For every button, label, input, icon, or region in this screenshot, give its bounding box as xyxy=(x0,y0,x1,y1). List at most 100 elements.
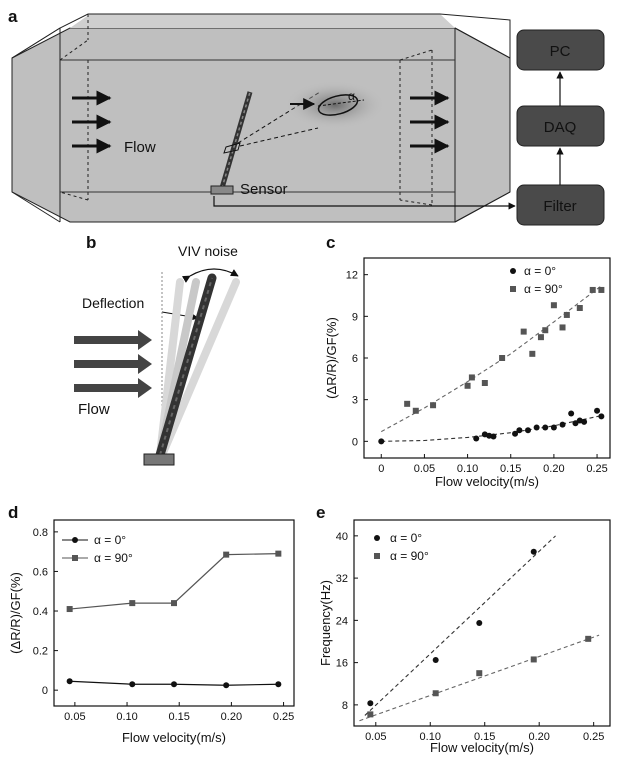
x-tick-label-c: 0.25 xyxy=(586,463,607,475)
deflection-label: Deflection xyxy=(82,295,144,311)
flow-arrows-b xyxy=(74,330,152,398)
block-daq: DAQ xyxy=(516,105,605,147)
chart-e-legend: α = 0° α = 90° xyxy=(374,531,429,563)
x-tick-label-d: 0.20 xyxy=(221,711,242,723)
chart-c-ylabel: (ΔR/R)/GF(%) xyxy=(324,317,339,399)
point-c-s1 xyxy=(412,407,419,414)
x-tick-label-c: 0 xyxy=(378,463,384,475)
sensor-label: Sensor xyxy=(240,181,288,198)
point-c-s1 xyxy=(468,374,475,381)
point-c-s1 xyxy=(563,311,570,318)
chart-d-legend: α = 0° α = 90° xyxy=(62,533,133,565)
sensor-to-filter-line xyxy=(213,196,516,210)
point-c-s0 xyxy=(512,430,519,437)
point-d-s1 xyxy=(171,600,177,607)
block-filter-label: Filter xyxy=(543,198,576,215)
point-e-s0 xyxy=(432,656,439,663)
y-tick-label-e: 32 xyxy=(336,573,348,585)
chart-e-frame xyxy=(353,519,611,727)
block-pc-label: PC xyxy=(550,43,571,60)
x-tick-label-d: 0.10 xyxy=(116,711,137,723)
y-tick-label-e: 8 xyxy=(342,700,348,712)
beam-base xyxy=(143,453,175,466)
chart-c-frame xyxy=(363,257,611,459)
point-e-s1 xyxy=(530,656,537,663)
y-tick-label-d: 0.2 xyxy=(33,646,48,658)
point-d-s0 xyxy=(129,681,136,688)
legend-d-marker-0 xyxy=(72,537,78,543)
y-tick-label-c: 9 xyxy=(352,311,358,323)
chart-c-xlabel: Flow velocity(m/s) xyxy=(435,474,539,489)
sensor-fiber xyxy=(210,91,253,195)
legend-c-marker-0 xyxy=(510,268,516,274)
x-tick-label-d: 0.25 xyxy=(273,711,294,723)
panel-c-label: c xyxy=(326,233,335,252)
legend-e-marker-0 xyxy=(374,535,380,541)
panel-b: b VIV noise Deflection Flow xyxy=(74,233,240,466)
fit-line-e-0 xyxy=(364,535,556,716)
point-c-s1 xyxy=(537,334,544,341)
viv-arc-arrow xyxy=(181,268,239,283)
flow-arrows-inlet xyxy=(72,90,112,154)
chart-e-ylabel: Frequency(Hz) xyxy=(318,580,333,666)
point-c-s1 xyxy=(464,382,471,389)
chart-e-xlabel: Flow velocity(m/s) xyxy=(430,740,534,755)
point-c-s0 xyxy=(490,433,497,440)
x-tick-label-c: 0.15 xyxy=(500,463,521,475)
beam-texture xyxy=(159,277,213,456)
legend-c-label-0: α = 0° xyxy=(524,264,556,278)
point-d-s0 xyxy=(275,681,282,688)
legend-d-label-0: α = 0° xyxy=(94,533,126,547)
x-tick-label-c: 0.05 xyxy=(414,463,435,475)
y-tick-label-d: 0.6 xyxy=(33,566,48,578)
block-filter: Filter xyxy=(516,184,605,226)
point-e-s1 xyxy=(585,635,592,642)
point-c-s1 xyxy=(529,350,536,357)
chart-d-xlabel: Flow velocity(m/s) xyxy=(122,730,226,745)
panel-b-label: b xyxy=(86,233,96,252)
y-tick-label-d: 0.8 xyxy=(33,527,48,539)
point-c-s1 xyxy=(499,355,506,361)
legend-e-label-0: α = 0° xyxy=(390,531,422,545)
point-d-s0 xyxy=(223,682,230,689)
point-d-s1 xyxy=(66,606,73,613)
point-c-s1 xyxy=(550,302,557,309)
point-c-s0 xyxy=(572,420,579,427)
legend-c-marker-1 xyxy=(510,286,516,292)
point-c-s1 xyxy=(404,400,411,407)
panel-e-label: e xyxy=(316,503,325,522)
panel-a-label: a xyxy=(8,7,18,26)
point-c-s0 xyxy=(378,438,385,445)
flow-label-a: Flow xyxy=(124,139,156,156)
point-d-s0 xyxy=(66,678,73,685)
point-c-s0 xyxy=(542,424,549,431)
y-tick-label-c: 0 xyxy=(352,436,358,448)
x-tick-label-c: 0.20 xyxy=(543,463,564,475)
point-c-s0 xyxy=(598,413,605,420)
x-tick-label-e: 0.15 xyxy=(474,731,495,743)
point-c-s0 xyxy=(473,435,480,442)
point-c-s1 xyxy=(589,286,596,293)
point-d-s1 xyxy=(129,600,136,607)
point-d-s0 xyxy=(171,681,177,688)
x-tick-label-d: 0.15 xyxy=(169,711,190,723)
x-tick-label-c: 0.10 xyxy=(457,463,478,475)
x-tick-label-e: 0.10 xyxy=(420,731,441,743)
point-c-s0 xyxy=(581,418,588,425)
fit-line-e-1 xyxy=(359,634,600,722)
chart-d-frame xyxy=(53,519,295,707)
point-e-s0 xyxy=(476,620,483,626)
x-tick-label-e: 0.20 xyxy=(528,731,549,743)
x-tick-label-e: 0.05 xyxy=(365,731,386,743)
cross-section-ellipse xyxy=(317,94,359,116)
legend-d-label-1: α = 90° xyxy=(94,551,133,565)
alpha-label: α xyxy=(348,89,355,103)
wind-tunnel xyxy=(11,13,511,223)
zoom-line xyxy=(239,127,319,147)
block-pc: PC xyxy=(516,29,605,71)
y-tick-label-e: 16 xyxy=(336,658,348,670)
chart-c-legend: α = 0° α = 90° xyxy=(510,264,563,296)
